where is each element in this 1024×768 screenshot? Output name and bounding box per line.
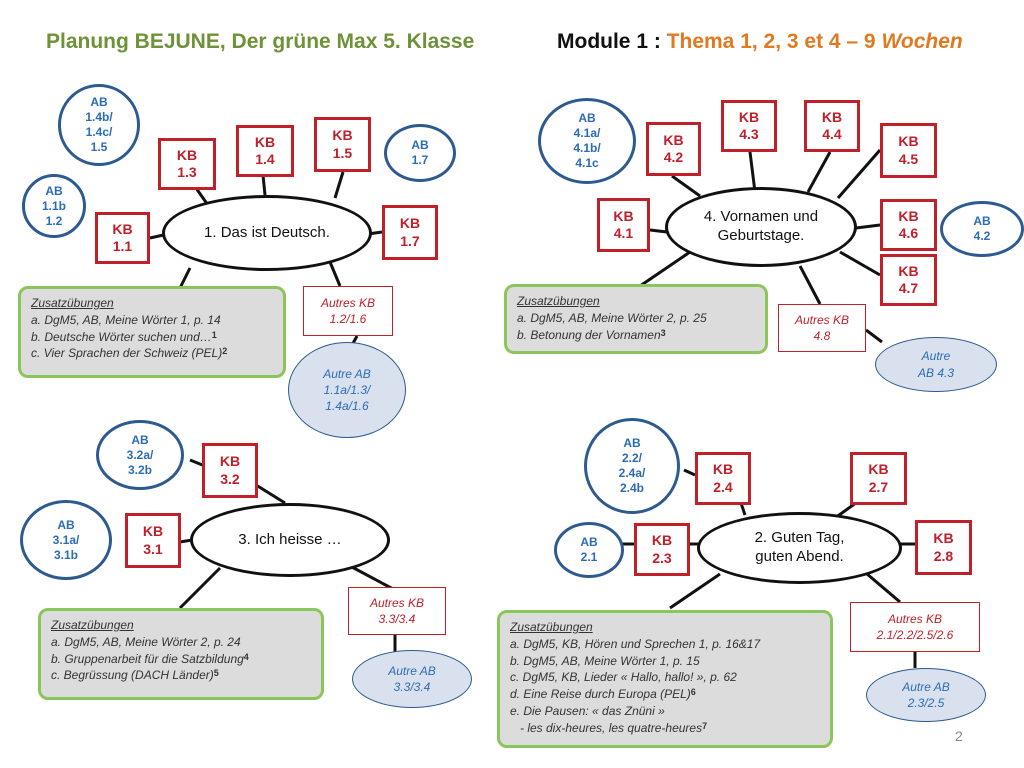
theme1-kb-1-3: KB 1.3 (158, 138, 216, 190)
theme4-kb-4-1: KB 4.1 (597, 198, 650, 252)
theme1-autre-ab: Autre AB 1.1a/1.3/ 1.4a/1.6 (288, 342, 406, 438)
theme2-autre-ab: Autre AB 2.3/2.5 (866, 668, 986, 722)
slide-title-right: Module 1 : Thema 1, 2, 3 et 4 – 9 Wochen (557, 30, 963, 54)
theme1-zusatz-heading: Zusatzübungen (31, 296, 114, 310)
theme3-hub: 3. Ich heisse … (190, 503, 390, 577)
theme1-zusatz-item: a. DgM5, AB, Meine Wörter 1, p. 14 (31, 312, 221, 327)
theme3-zusatz-heading: Zusatzübungen (51, 618, 134, 632)
theme2-ab-2-2: AB 2.2/ 2.4a/ 2.4b (584, 418, 680, 514)
theme4-zusatz-heading: Zusatzübungen (517, 294, 600, 308)
theme4-ab-4-2: AB 4.2 (940, 201, 1024, 257)
theme3-kb-3-2: KB 3.2 (202, 443, 258, 498)
theme2-zusatz-heading: Zusatzübungen (510, 620, 593, 634)
theme2-ab-2-1: AB 2.1 (554, 522, 624, 578)
theme1-kb-1-5: KB 1.5 (314, 117, 371, 172)
theme3-zusatz-item: b. Gruppenarbeit für die Satzbildung4 (51, 651, 249, 666)
theme1-kb-1-1: KB 1.1 (95, 212, 150, 264)
theme2-zusatz-item: d. Eine Reise durch Europa (PEL)6 (510, 687, 696, 702)
theme1-kb-1-7: KB 1.7 (382, 205, 438, 260)
page-number: 2 (955, 728, 963, 744)
theme4-zusatzuebungen: Zusatzübungen a. DgM5, AB, Meine Wörter … (504, 284, 768, 354)
theme1-ab-1-4b: AB 1.4b/ 1.4c/ 1.5 (58, 84, 140, 166)
theme1-zusatz-item: c. Vier Sprachen der Schweiz (PEL)2 (31, 346, 228, 361)
theme4-kb-4-4: KB 4.4 (804, 100, 860, 152)
theme2-hub: 2. Guten Tag, guten Abend. (697, 512, 902, 584)
theme4-kb-4-2: KB 4.2 (646, 122, 701, 176)
theme3-kb-3-1: KB 3.1 (125, 513, 181, 568)
theme2-autres-kb: Autres KB 2.1/2.2/2.5/2.6 (850, 602, 980, 652)
theme2-zusatz-item: - les dix-heures, les quatre-heures7 (510, 720, 708, 735)
theme2-kb-2-4: KB 2.4 (695, 452, 751, 505)
thema-label: Thema 1, 2, 3 et 4 – 9 (666, 30, 882, 53)
module-label: Module 1 : (557, 30, 667, 53)
theme4-autres-kb: Autres KB 4.8 (778, 304, 866, 352)
theme2-zusatz-item: b. DgM5, AB, Meine Wörter 1, p. 15 (510, 653, 700, 668)
theme2-kb-2-7: KB 2.7 (850, 452, 907, 505)
theme2-zusatz-item: e. Die Pausen: « das Znüni » (510, 703, 665, 718)
theme2-zusatz-item: c. DgM5, KB, Lieder « Hallo, hallo! », p… (510, 670, 737, 685)
theme3-autres-kb: Autres KB 3.3/3.4 (348, 587, 446, 635)
theme4-autre-ab: Autre AB 4.3 (875, 337, 997, 392)
theme3-zusatz-item: a. DgM5, AB, Meine Wörter 2, p. 24 (51, 634, 241, 649)
theme1-zusatzuebungen: Zusatzübungen a. DgM5, AB, Meine Wörter … (18, 286, 286, 378)
theme3-autre-ab: Autre AB 3.3/3.4 (352, 650, 472, 708)
theme4-kb-4-3: KB 4.3 (721, 100, 777, 152)
slide-title-left: Planung BEJUNE, Der grüne Max 5. Klasse (46, 30, 475, 53)
theme2-kb-2-3: KB 2.3 (634, 523, 690, 576)
theme3-zusatz-item: c. Begrüssung (DACH Länder)5 (51, 668, 219, 683)
theme4-kb-4-5: KB 4.5 (880, 123, 937, 178)
wochen-label: Wochen (881, 30, 963, 53)
theme4-ab-4-1a: AB 4.1a/ 4.1b/ 4.1c (538, 98, 636, 184)
theme4-kb-4-7: KB 4.7 (880, 254, 937, 306)
theme2-zusatz-item: a. DgM5, KB, Hören und Sprechen 1, p. 16… (510, 636, 761, 651)
theme3-ab-3-2a: AB 3.2a/ 3.2b (96, 420, 184, 490)
theme1-ab-1-7: AB 1.7 (384, 124, 456, 182)
theme3-zusatzuebungen: Zusatzübungen a. DgM5, AB, Meine Wörter … (38, 608, 324, 700)
theme2-kb-2-8: KB 2.8 (915, 520, 972, 575)
theme1-kb-1-4: KB 1.4 (236, 125, 294, 177)
theme4-kb-4-6: KB 4.6 (880, 199, 937, 251)
theme1-zusatz-item: b. Deutsche Wörter suchen und…1 (31, 329, 217, 344)
theme1-hub: 1. Das ist Deutsch. (162, 195, 372, 271)
theme3-ab-3-1a: AB 3.1a/ 3.1b (20, 500, 112, 580)
theme4-hub: 4. Vornamen und Geburtstage. (665, 187, 857, 267)
theme4-zusatz-item: b. Betonung der Vornamen3 (517, 327, 666, 342)
theme2-zusatzuebungen: Zusatzübungen a. DgM5, KB, Hören und Spr… (497, 610, 833, 748)
theme4-zusatz-item: a. DgM5, AB, Meine Wörter 2, p. 25 (517, 310, 707, 325)
theme1-autres-kb: Autres KB 1.2/1.6 (303, 286, 393, 336)
theme1-ab-1-1b: AB 1.1b 1.2 (22, 174, 86, 238)
